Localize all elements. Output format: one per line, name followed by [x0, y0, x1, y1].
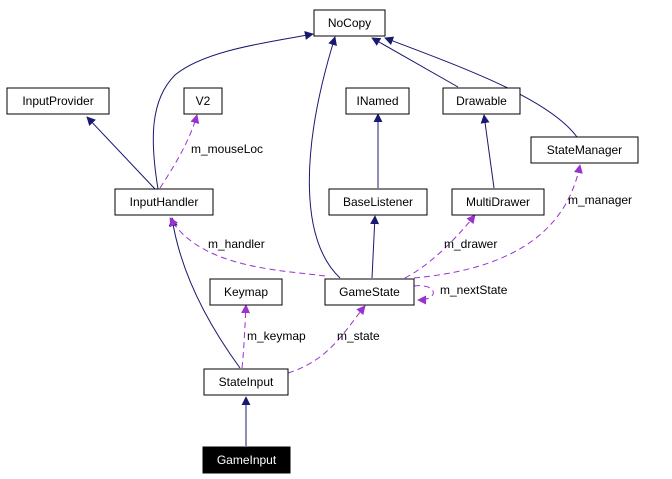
- edge-inputhandler-to-nocopy: [152, 31, 314, 190]
- edge-state: [287, 305, 366, 374]
- node-label: BaseListener: [343, 195, 413, 209]
- node-drawable[interactable]: Drawable: [442, 87, 521, 115]
- label-drawer: m_drawer: [444, 237, 497, 251]
- edge-keymap: [241, 304, 251, 369]
- label-state: m_state: [337, 329, 380, 343]
- node-label: V2: [196, 94, 211, 108]
- edge-mouseloc: [159, 114, 200, 189]
- edge-nextstate: [413, 285, 434, 305]
- node-label: Drawable: [456, 94, 507, 108]
- node-keymap[interactable]: Keymap: [209, 278, 283, 306]
- node-statemanager[interactable]: StateManager: [530, 136, 639, 164]
- node-label: INamed: [356, 94, 398, 108]
- node-gamestate[interactable]: GameState: [324, 278, 415, 306]
- node-nocopy[interactable]: NoCopy: [313, 9, 386, 37]
- node-label: NoCopy: [328, 16, 371, 30]
- edge-gamestate-to-baselistener: [370, 215, 380, 279]
- node-label: Keymap: [224, 285, 268, 299]
- label-keymap: m_keymap: [247, 329, 306, 343]
- edge-manager: [413, 164, 583, 279]
- node-label: StateManager: [547, 143, 622, 157]
- edge-handler: [169, 217, 326, 277]
- label-handler: m_handler: [208, 237, 265, 251]
- node-label: StateInput: [219, 375, 274, 389]
- node-v2[interactable]: V2: [183, 87, 223, 115]
- node-inputprovider[interactable]: InputProvider: [6, 87, 110, 115]
- edge-drawer: [404, 214, 476, 279]
- edge-gamestate-to-nocopy: [308, 36, 341, 279]
- edge-inputhandler-to-inputprovider: [86, 116, 156, 190]
- node-inamed[interactable]: INamed: [345, 87, 410, 115]
- node-gameinput: GameInput: [202, 446, 291, 474]
- node-label: GameState: [339, 285, 400, 299]
- node-label: InputHandler: [130, 195, 199, 209]
- edge-multidrawer-to-drawable: [480, 114, 495, 189]
- node-label: MultiDrawer: [466, 195, 530, 209]
- node-label: GameInput: [217, 453, 277, 467]
- edge-labels: m_mouseLoc m_handler m_drawer m_manager …: [191, 142, 632, 343]
- node-multidrawer[interactable]: MultiDrawer: [451, 188, 545, 216]
- inheritance-edges: [86, 31, 578, 446]
- node-stateinput[interactable]: StateInput: [203, 368, 289, 396]
- label-next-state: m_nextState: [440, 283, 508, 297]
- edge-statemanager-to-nocopy: [384, 36, 578, 138]
- node-baselistener[interactable]: BaseListener: [328, 188, 428, 216]
- label-manager: m_manager: [568, 193, 632, 207]
- label-mouse-loc: m_mouseLoc: [191, 142, 263, 156]
- node-inputhandler[interactable]: InputHandler: [114, 188, 214, 216]
- node-label: InputProvider: [22, 94, 93, 108]
- edge-drawable-to-nocopy: [371, 37, 459, 88]
- usage-edges: [159, 114, 583, 374]
- edge-stateinput-to-inputhandler: [168, 217, 241, 369]
